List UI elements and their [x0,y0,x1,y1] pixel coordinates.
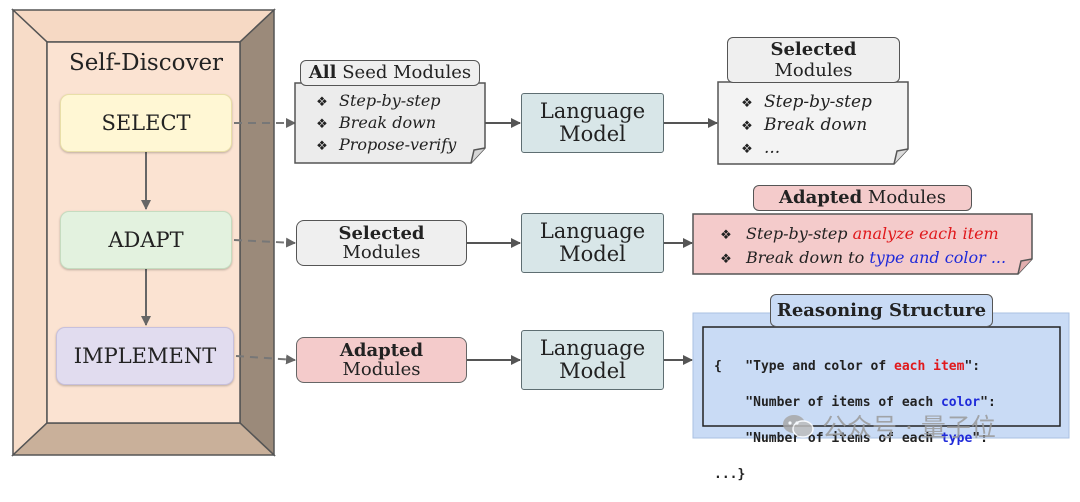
watermark-text: 公众号 · 量子位 [822,413,996,442]
list-item: ❖Propose-verify [305,134,481,156]
dashed-connector-adapt [233,237,296,248]
seed-modules-list: ❖Step-by-step ❖Break down ❖Propose-verif… [305,90,481,156]
dashed-connector-implement [235,354,296,365]
list-item: ❖Break down [730,114,902,137]
selected-modules-list: ❖Step-by-step ❖Break down ❖... [730,91,902,160]
list-item: ❖Step-by-step analyze each item [706,222,1028,246]
select-stage: SELECT [60,94,232,152]
diamond-bullet-icon: ❖ [720,252,732,267]
frame-title: Self-Discover [68,50,224,76]
reasoning-structure-code-box [702,326,1061,427]
code-line: "Number of items of each color": [714,395,996,410]
diamond-bullet-icon: ❖ [316,117,328,132]
list-item: ❖... [730,137,902,160]
adapted-modules-tab: Adapted Modules [753,185,972,211]
adapted-modules-list: ❖Step-by-step analyze each item ❖Break d… [706,222,1028,270]
all-seed-modules-tab: All Seed Modules [300,60,480,86]
watermark: 公众号 · 量子位 [782,408,996,444]
adapt-stage: ADAPT [60,211,232,269]
adapted-label: Adapted [779,187,863,208]
seed-modules-label: Seed Modules [336,62,472,83]
reasoning-structure-tab: Reasoning Structure [770,294,993,327]
code-line: "Number of items of each type": [714,431,988,446]
selected-modules-tab: Selected Modules [727,37,900,83]
diamond-bullet-icon: ❖ [741,119,753,134]
list-item: ❖Break down to type and color ... [706,246,1028,270]
chat-bubble-icon [783,415,814,438]
modules-label: Modules [862,187,946,208]
adapted-accent-text: analyze each item [852,224,999,243]
code-line: { "Type and color of each item": [714,359,981,374]
list-item: ❖Step-by-step [730,91,902,114]
diamond-bullet-icon: ❖ [741,142,753,157]
diamond-bullet-icon: ❖ [316,95,328,110]
diamond-bullet-icon: ❖ [316,139,328,154]
adapted-accent-text: type and color ... [869,248,1007,267]
all-label: All [308,62,337,83]
implement-stage: IMPLEMENT [56,327,234,385]
diamond-bullet-icon: ❖ [720,228,732,243]
list-item: ❖Step-by-step [305,90,481,112]
selected-label: Selected [770,39,857,60]
modules-label: Modules [774,60,853,81]
diamond-bullet-icon: ❖ [741,96,753,111]
list-item: ❖Break down [305,112,481,134]
